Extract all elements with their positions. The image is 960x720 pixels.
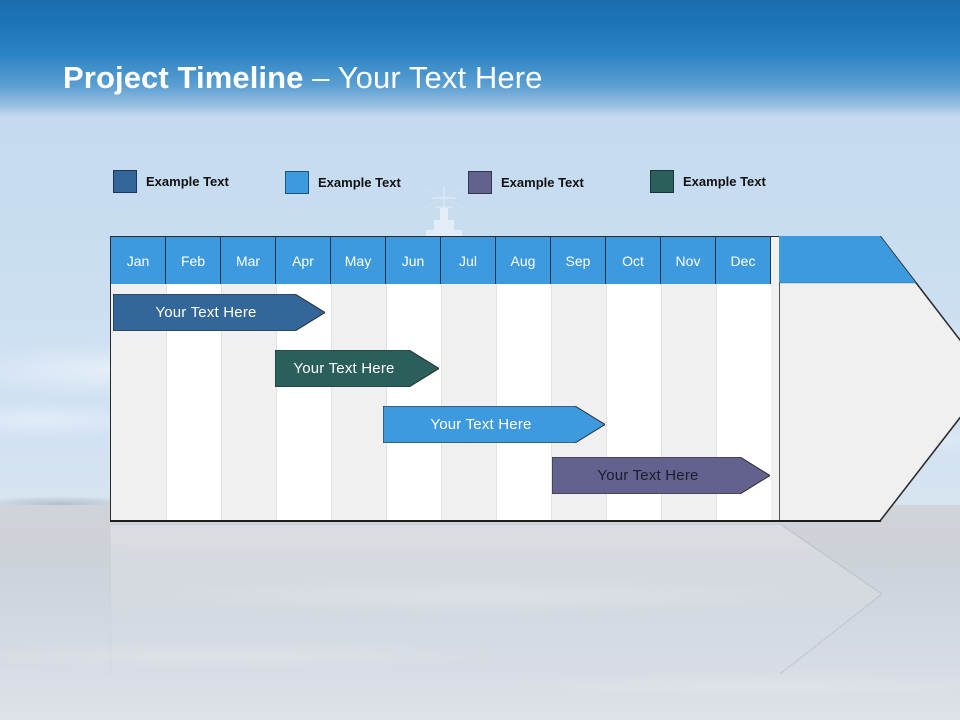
timeline-column-separator-10 (661, 260, 662, 521)
legend-item-3[interactable]: Example Text (468, 170, 584, 194)
timeline-bar-4[interactable]: Your Text Here (552, 457, 770, 494)
legend-item-4[interactable]: Example Text (650, 169, 766, 193)
legend-label-3: Example Text (501, 174, 584, 190)
timeline-bar-shape-4 (552, 457, 770, 494)
timeline-column-separator-5 (386, 260, 387, 521)
legend-swatch-icon-3 (468, 170, 492, 194)
timeline-bar-label-3: Your Text Here (430, 416, 532, 433)
month-header-mar[interactable]: Mar (221, 237, 276, 284)
month-header-oct[interactable]: Oct (606, 237, 661, 284)
title-band (0, 0, 960, 116)
legend-label-1: Example Text (146, 173, 229, 189)
timeline-column-separator-4 (331, 260, 332, 521)
timeline-column-separator-2 (221, 260, 222, 521)
timeline-bar-label-4: Your Text Here (597, 467, 699, 484)
month-header-feb[interactable]: Feb (166, 237, 221, 284)
timeline-column-separator-1 (166, 260, 167, 521)
month-header-jun[interactable]: Jun (386, 237, 441, 284)
background-sea-sheen (0, 505, 960, 720)
page-title-separator: – (303, 60, 338, 95)
page-title-strong: Project Timeline (63, 60, 304, 95)
timeline-bar-shape-2 (275, 350, 439, 387)
month-header-nov[interactable]: Nov (661, 237, 716, 284)
timeline-bottom-rule (110, 520, 881, 522)
timeline-column-separator-8 (551, 260, 552, 521)
month-header-jul[interactable]: Jul (441, 237, 496, 284)
month-header-jan[interactable]: Jan (111, 237, 166, 284)
timeline-column-separator-9 (606, 260, 607, 521)
month-header-may[interactable]: May (331, 237, 386, 284)
timeline-bar-label-1: Your Text Here (155, 304, 257, 321)
timeline-column-separator-3 (276, 260, 277, 521)
timeline-bar-2[interactable]: Your Text Here (275, 350, 439, 387)
page-title-light: Your Text Here (337, 60, 543, 95)
timeline-column-separator-7 (496, 260, 497, 521)
timeline-bar-shape-1 (113, 294, 325, 331)
legend-swatch-icon-4 (650, 169, 674, 193)
legend-label-2: Example Text (318, 174, 401, 190)
month-header-aug[interactable]: Aug (496, 237, 551, 284)
timeline-column-separator-6 (441, 260, 442, 521)
legend-label-4: Example Text (683, 173, 766, 189)
legend-swatch-icon-1 (113, 169, 137, 193)
month-header-dec[interactable]: Dec (716, 237, 771, 284)
legend-item-2[interactable]: Example Text (285, 170, 401, 194)
timeline-column-aug (496, 260, 551, 521)
month-header-sep[interactable]: Sep (551, 237, 606, 284)
legend-item-1[interactable]: Example Text (113, 169, 229, 193)
timeline-bar-3[interactable]: Your Text Here (383, 406, 605, 443)
timeline-bar-label-2: Your Text Here (293, 360, 395, 377)
timeline-bar-1[interactable]: Your Text Here (113, 294, 325, 331)
timeline-bar-shape-3 (383, 406, 605, 443)
timeline-arrow-head (779, 236, 960, 522)
month-header-apr[interactable]: Apr (276, 237, 331, 284)
page-title: Project Timeline – Your Text Here (63, 60, 542, 96)
legend-swatch-icon-2 (285, 170, 309, 194)
timeline-column-jun (386, 260, 441, 521)
timeline-column-separator-11 (716, 260, 717, 521)
